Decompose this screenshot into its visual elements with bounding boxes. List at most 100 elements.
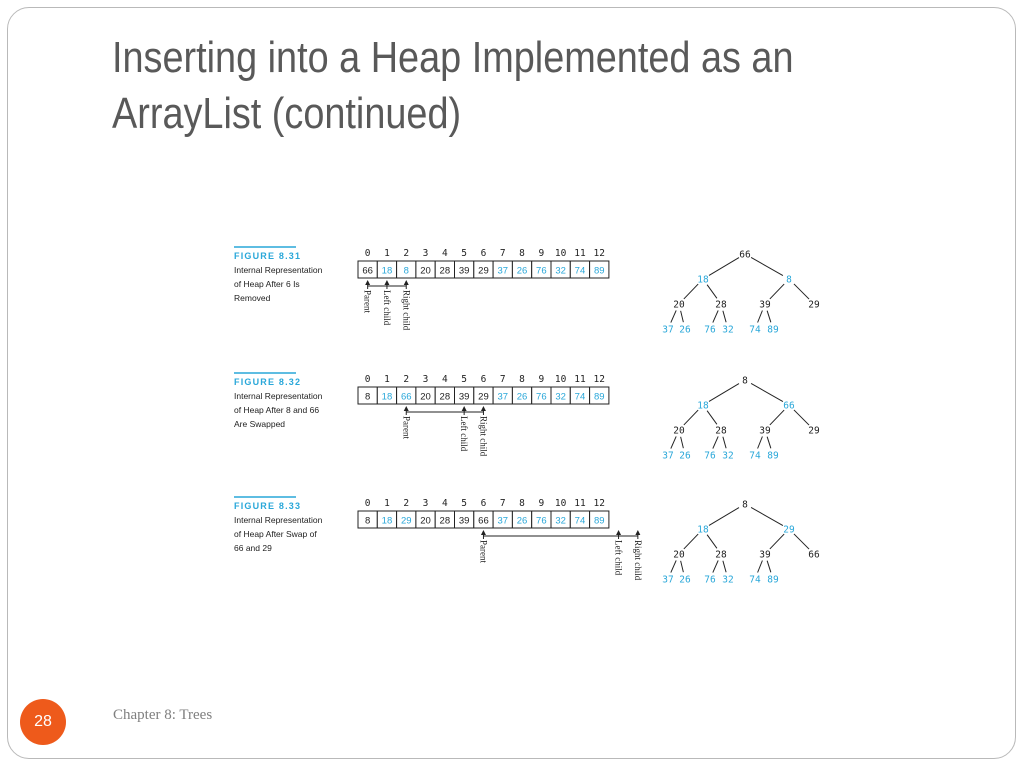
tree-node: 32 xyxy=(722,451,733,462)
tree-node: 89 xyxy=(767,575,779,586)
array-cell-value: 26 xyxy=(517,392,528,403)
tree-node: 29 xyxy=(783,525,795,536)
tree-node: 39 xyxy=(759,426,771,437)
array-cell-value: 29 xyxy=(478,266,489,277)
tree-edge xyxy=(750,257,784,276)
pointer-label: Parent xyxy=(363,290,373,313)
array-index: 1 xyxy=(384,374,390,385)
tree-edge xyxy=(670,560,677,573)
tree-node: 66 xyxy=(739,250,751,261)
array-cell-value: 20 xyxy=(420,266,431,277)
tree-node: 76 xyxy=(704,325,716,336)
tree-edge xyxy=(683,533,699,550)
array-cell-value: 29 xyxy=(401,516,412,527)
tree-node: 74 xyxy=(749,325,761,336)
tree-edge xyxy=(769,283,785,300)
tree-node: 18 xyxy=(697,275,709,286)
array-index: 8 xyxy=(519,498,525,509)
array-cell-value: 76 xyxy=(536,392,547,403)
tree-node: 20 xyxy=(673,426,685,437)
array-index: 0 xyxy=(365,498,371,509)
array-index: 1 xyxy=(384,498,390,509)
array-cell-value: 32 xyxy=(555,266,566,277)
tree-edge xyxy=(708,507,740,526)
array-cell xyxy=(589,260,610,279)
array-cell-value: 8 xyxy=(365,392,370,403)
array-cell-value: 26 xyxy=(517,516,528,527)
array-cell-value: 20 xyxy=(420,392,431,403)
array-index: 5 xyxy=(461,374,467,385)
tree-edge xyxy=(793,533,810,550)
tree-edge xyxy=(683,409,699,426)
array-index: 6 xyxy=(481,374,487,385)
tree-edge xyxy=(750,383,784,402)
array-index: 9 xyxy=(538,248,544,259)
tree-edge xyxy=(683,283,699,300)
tree-node: 29 xyxy=(808,300,820,311)
array-index: 11 xyxy=(574,498,586,509)
array-index: 6 xyxy=(481,248,487,259)
tree-edge xyxy=(793,409,810,426)
tree-edge xyxy=(722,436,727,449)
figure-caption-line: of Heap After Swap of xyxy=(234,529,317,539)
pointer-label: Left child xyxy=(614,540,624,576)
tree-edge xyxy=(722,310,727,323)
tree-node: 32 xyxy=(722,325,733,336)
tree-edge xyxy=(766,560,772,573)
tree-node: 26 xyxy=(679,451,691,462)
pointer-label: Parent xyxy=(478,540,488,563)
array-index: 7 xyxy=(500,248,506,259)
array-cell-value: 8 xyxy=(365,516,370,527)
figure-caption-line: Internal Representation xyxy=(234,515,323,525)
pointer-arrowhead xyxy=(616,530,622,535)
tree-node: 29 xyxy=(808,426,820,437)
figure-caption-line: Internal Representation xyxy=(234,391,323,401)
array-index: 12 xyxy=(594,374,605,385)
pointer-label: Right child xyxy=(478,416,488,457)
tree-edge xyxy=(757,560,763,573)
array-cell-value: 74 xyxy=(575,266,586,277)
tree-node: 74 xyxy=(749,575,761,586)
tree-node: 76 xyxy=(704,451,716,462)
array-index: 12 xyxy=(594,498,605,509)
figure-caption-line: 66 and 29 xyxy=(234,543,272,553)
array-cell-value: 20 xyxy=(420,516,431,527)
tree-node: 39 xyxy=(759,550,771,561)
tree-edge xyxy=(712,560,719,573)
tree-edge xyxy=(680,310,684,323)
tree-edge xyxy=(766,436,772,449)
figure-caption-line: of Heap After 6 Is xyxy=(234,279,300,289)
array-index: 10 xyxy=(555,248,567,259)
tree-edge xyxy=(750,507,784,526)
tree-edge xyxy=(706,284,718,299)
pointer-label: Parent xyxy=(401,416,411,439)
tree-edge xyxy=(722,560,727,573)
array-index: 11 xyxy=(574,374,586,385)
array-cell-value: 18 xyxy=(382,516,393,527)
tree-node: 8 xyxy=(742,376,748,387)
slide-number-badge: 28 xyxy=(20,699,66,745)
tree-node: 32 xyxy=(722,575,733,586)
slide-frame xyxy=(7,7,1016,759)
array-cell-value: 32 xyxy=(555,516,566,527)
array-cell-value: 37 xyxy=(497,266,508,277)
tree-node: 8 xyxy=(742,500,748,511)
array-cell-value: 39 xyxy=(459,266,470,277)
array-cell-value: 39 xyxy=(459,392,470,403)
tree-node: 28 xyxy=(715,426,727,437)
tree-edge xyxy=(706,534,718,549)
tree-node: 28 xyxy=(715,550,727,561)
array-index: 7 xyxy=(500,498,506,509)
tree-node: 66 xyxy=(783,401,795,412)
tree-node: 18 xyxy=(697,401,709,412)
array-cell xyxy=(589,510,610,529)
array-cell-value: 76 xyxy=(536,516,547,527)
array-index: 3 xyxy=(423,248,429,259)
tree-edge xyxy=(708,383,740,402)
tree-edge xyxy=(769,409,785,426)
tree-node: 37 xyxy=(662,451,673,462)
array-cell-value: 89 xyxy=(594,516,605,527)
